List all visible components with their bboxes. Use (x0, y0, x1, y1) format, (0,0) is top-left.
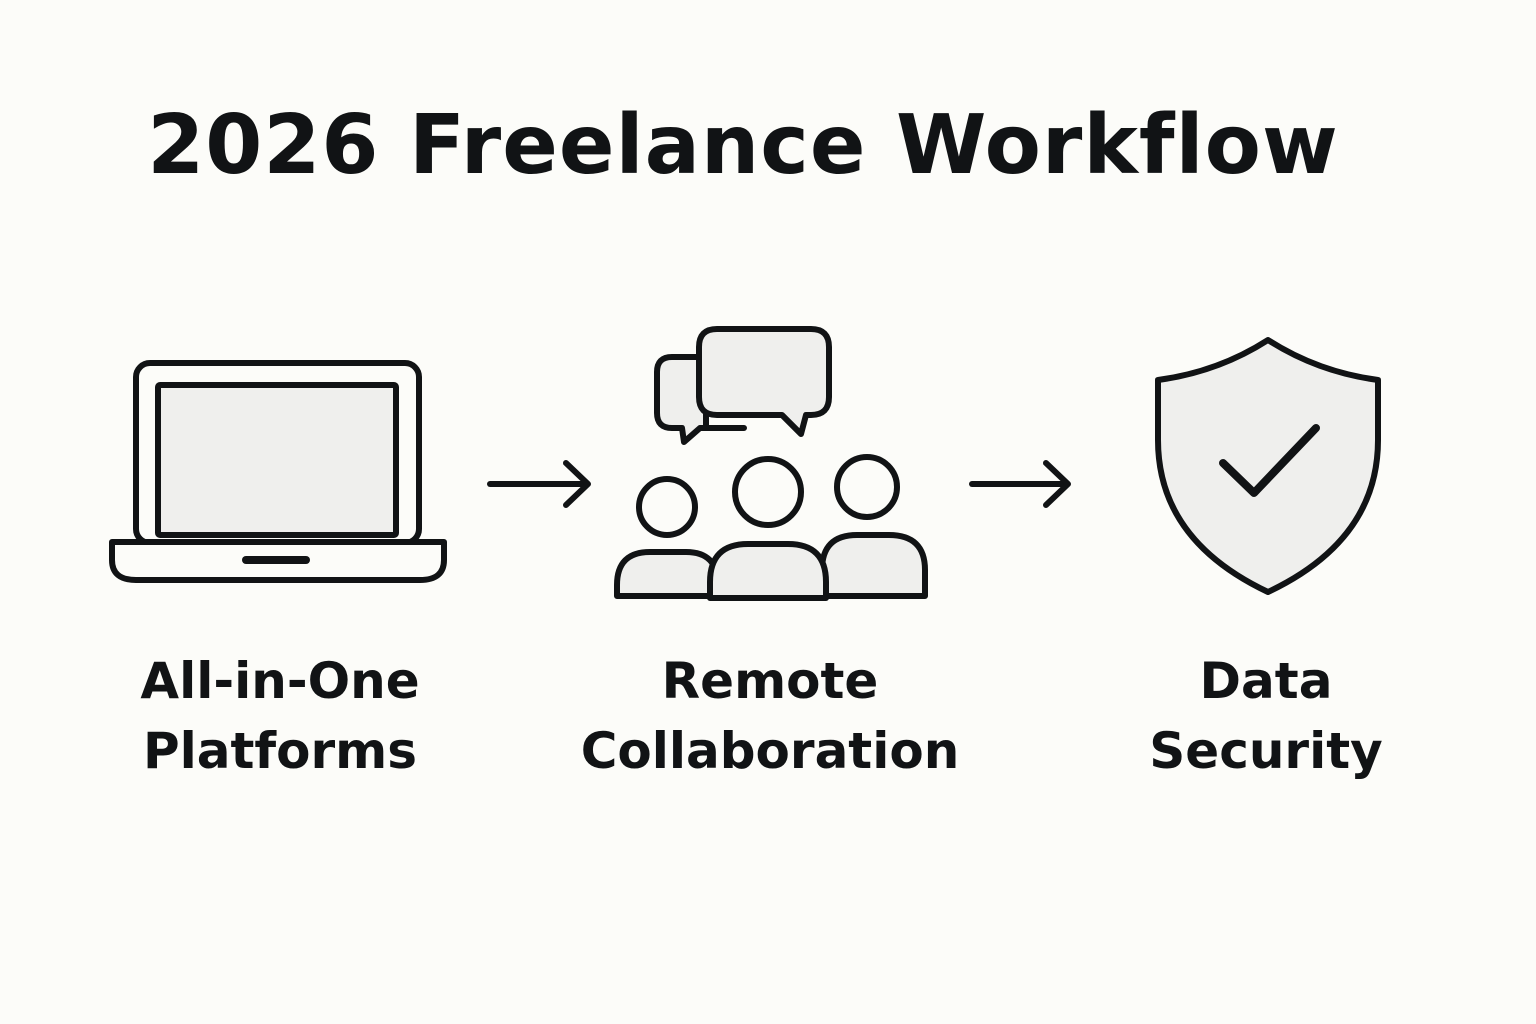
step-label-security: Data Security (1066, 646, 1466, 786)
laptop-icon (109, 360, 447, 583)
step-label-line: Security (1149, 722, 1383, 780)
person-left-icon (614, 476, 721, 599)
person-center-icon (707, 456, 829, 601)
step-label-line: Collaboration (580, 722, 960, 780)
step-label-platforms: All-in-One Platforms (80, 646, 480, 786)
page-title: 2026 Freelance Workflow (147, 98, 1339, 193)
person-right-icon (819, 454, 928, 599)
step-label-line: All-in-One (140, 652, 420, 710)
arrow-right-icon (969, 460, 1071, 508)
step-label-line: Remote (661, 652, 879, 710)
step-label-line: Platforms (142, 722, 418, 780)
shield-check-icon (1155, 337, 1381, 595)
team-chat-icon (614, 326, 928, 601)
step-label-collaboration: Remote Collaboration (570, 646, 970, 786)
step-label-line: Data (1199, 652, 1333, 710)
arrow-right-icon (487, 460, 591, 508)
speech-bubble-front-icon (696, 326, 832, 437)
check-icon (1219, 424, 1320, 497)
